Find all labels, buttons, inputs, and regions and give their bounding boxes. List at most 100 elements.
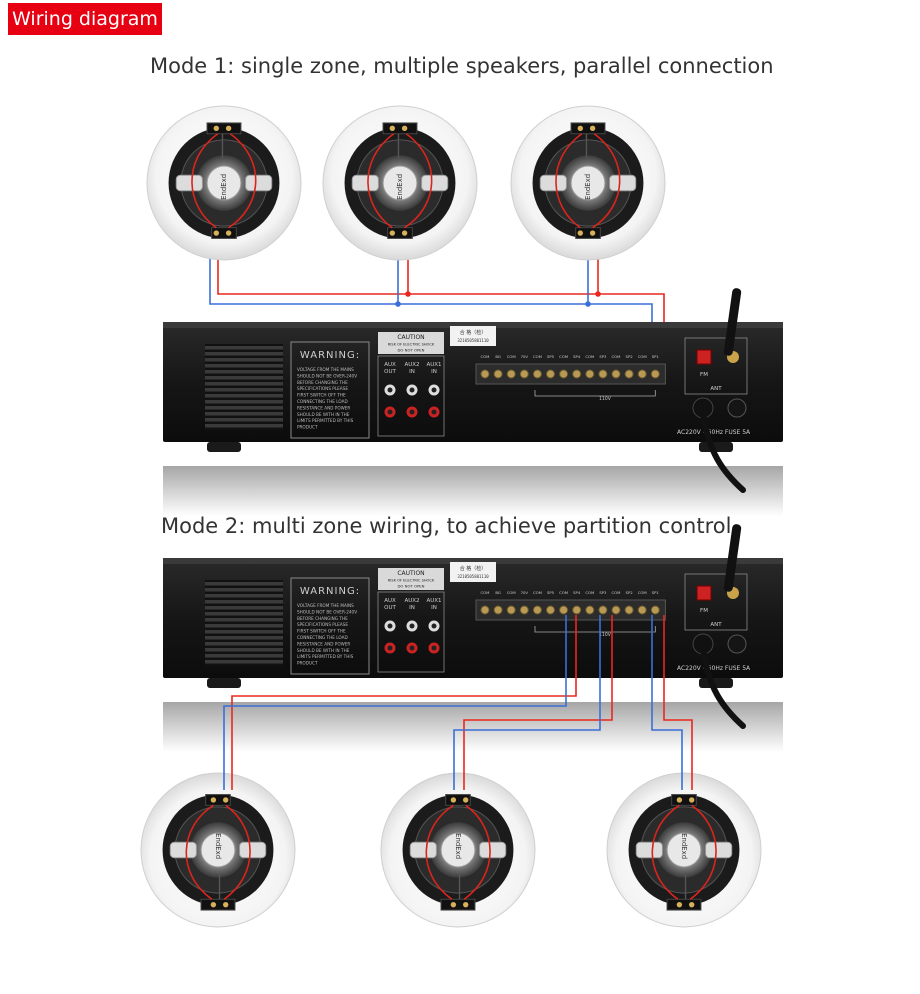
speaker-label-disc (206, 165, 242, 201)
caution-subtext: RISK OF ELECTRIC SHOCK (388, 579, 435, 583)
speaker-spring-clip (421, 174, 449, 192)
speaker-terminal-block (387, 227, 413, 239)
speaker-terminal-block (205, 794, 231, 806)
qc-sticker-line: 合 格（检） (460, 329, 487, 336)
speaker-terminal-block (200, 898, 236, 911)
warning-line: CONNECTING THE LOAD (297, 635, 348, 640)
speaker-brand: EndExd (214, 833, 222, 859)
terminal-screw (598, 369, 608, 379)
speaker-terminal-block (382, 122, 418, 135)
warning-line: RESISTANCE AND POWER (297, 405, 350, 410)
rca-jack-center (409, 409, 415, 415)
rca-jack-center (387, 387, 393, 393)
terminal-label: SP4 (573, 590, 581, 595)
terminal-label: SP5 (547, 590, 555, 595)
aux-label-bottom: OUT (384, 369, 396, 375)
warning-line: SPECIFICATIONS PLEASE (297, 622, 348, 627)
aux-label-top: AUX1 (426, 362, 441, 368)
screw (676, 901, 683, 908)
terminal-label: SP1 (652, 354, 660, 359)
terminal-label: SP5 (547, 354, 555, 359)
screw (213, 230, 219, 236)
screw (463, 797, 469, 803)
zone3-blue-wire (651, 615, 683, 790)
terminal-label: COM (585, 354, 594, 359)
label-110v: 110V (599, 632, 612, 638)
ceiling-speaker: EndExd (510, 105, 666, 261)
zone1-blue-wire (223, 615, 567, 790)
terminal-label: COM (507, 354, 516, 359)
warning-line: PRODUCT (297, 661, 318, 666)
screw (589, 230, 596, 236)
amplifier-top-edge (163, 558, 783, 564)
terminal-label: COM (638, 590, 647, 595)
internal-red-wire (367, 133, 395, 229)
terminal-label: COM (638, 354, 647, 359)
zone2-blue-wire (453, 615, 601, 790)
speaker-label-disc (570, 165, 606, 201)
speaker-label-disc (440, 832, 476, 868)
speaker-spring-clip (609, 174, 637, 192)
warning-line: SHOULD BE WITH IN THE (297, 648, 350, 653)
warning-line: SPECIFICATIONS PLEASE (297, 386, 348, 391)
aux-label-bottom: IN (431, 369, 437, 375)
terminal-screw (624, 605, 634, 615)
bracket-110v (534, 626, 656, 633)
internal-red-wire (592, 133, 621, 229)
terminal-label: COM (533, 354, 542, 359)
warning-line: BEFORE CHANGING THE (297, 616, 348, 621)
speaker-terminal-block (575, 227, 601, 239)
internal-red-wire (404, 133, 433, 229)
ceiling-speaker: EndExd (146, 105, 302, 261)
speaker-label-disc (666, 832, 702, 868)
warning-line: SHOULD NOT BE OVER-240V (297, 373, 357, 378)
screw (213, 125, 219, 132)
terminal-screw (650, 369, 660, 379)
antenna-icon (723, 288, 742, 356)
terminal-screw (598, 605, 608, 615)
zone3-red-wire (663, 615, 693, 790)
terminal-screw (572, 605, 582, 615)
aux-label-bottom: OUT (384, 605, 396, 611)
terminal-screw (546, 369, 555, 379)
caution-text: CAUTION (397, 334, 424, 341)
aux-label-top: AUX2 (404, 362, 419, 368)
screw (689, 797, 695, 803)
fm-label: FM (700, 372, 708, 378)
internal-red-wire (191, 133, 219, 229)
terminal-label: COM (585, 590, 594, 595)
terminal-screw (585, 605, 595, 615)
internal-red-wire (223, 804, 251, 900)
terminal-screw (559, 369, 569, 379)
speaker-brand: EndExd (396, 174, 404, 200)
amplifier-foot (207, 442, 241, 452)
screw (223, 797, 229, 803)
antenna-panel (684, 337, 748, 395)
terminal-label: BG (495, 354, 501, 359)
rca-jack-center (431, 387, 437, 393)
bracket-110v (534, 390, 656, 397)
speaker-terminal-block (211, 227, 237, 239)
terminal-screw (532, 369, 542, 379)
terminal-label: SP1 (652, 590, 660, 595)
terminal-screw (519, 369, 529, 379)
screw (389, 125, 395, 132)
speaker-spring-clip (479, 841, 507, 859)
speaker-spring-clip (245, 174, 273, 192)
screw (225, 230, 232, 236)
terminal-screw (546, 605, 555, 615)
antenna-panel (684, 573, 748, 631)
fuse-holder (727, 634, 747, 654)
internal-red-wire (651, 804, 680, 900)
caution-label (378, 332, 444, 354)
internal-red-wire (463, 804, 491, 900)
junction-dot (395, 301, 401, 307)
terminal-screw (637, 369, 647, 379)
warning-line: RESISTANCE AND POWER (297, 641, 350, 646)
qc-sticker-line: 3210505801110 (457, 574, 489, 579)
aux-label-bottom: IN (431, 605, 437, 611)
screw (589, 125, 596, 132)
warning-line: VOLTAGE FROM THE MAINS (297, 603, 354, 608)
